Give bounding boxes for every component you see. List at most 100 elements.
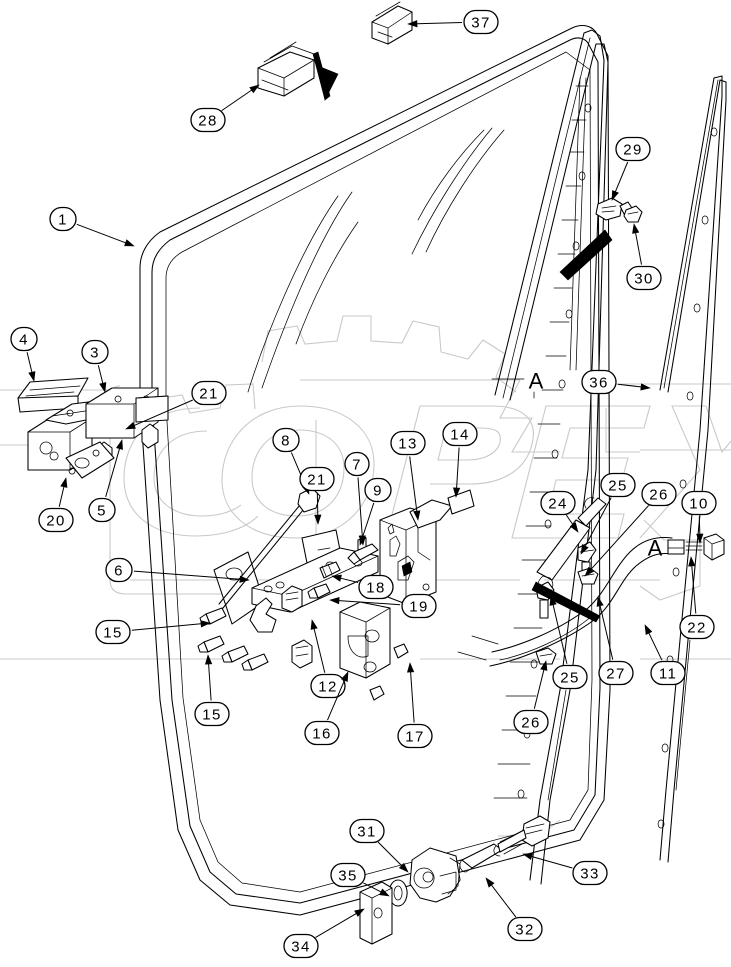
- callout-balloon[interactable]: [190, 107, 226, 133]
- callout-balloon[interactable]: [626, 265, 662, 291]
- callout-balloon[interactable]: [105, 557, 133, 583]
- callout-31[interactable]: 31: [349, 818, 409, 873]
- wedge-screw-17b: [369, 685, 385, 701]
- callout-5[interactable]: 5: [88, 439, 123, 523]
- callout-1[interactable]: 1: [49, 206, 135, 247]
- callout-9[interactable]: 9: [359, 477, 392, 546]
- callout-balloon[interactable]: [310, 673, 346, 699]
- callout-balloon[interactable]: [397, 723, 433, 749]
- callout-18[interactable]: 18: [331, 574, 394, 600]
- callout-leader-line: [531, 856, 573, 869]
- callout-33[interactable]: 33: [522, 853, 608, 886]
- callout-21[interactable]: 21: [299, 466, 335, 525]
- callout-arrowhead-icon: [340, 671, 349, 682]
- callout-balloon[interactable]: [49, 206, 77, 232]
- callout-30[interactable]: 30: [626, 223, 662, 291]
- callout-leader-line: [26, 352, 33, 373]
- callout-balloon[interactable]: [572, 860, 608, 886]
- callout-balloon[interactable]: [390, 430, 426, 456]
- callout-balloon[interactable]: [650, 660, 686, 686]
- grab-handle-group: [457, 533, 725, 667]
- rear-pillar-trim-left: [659, 75, 723, 861]
- callout-6[interactable]: 6: [105, 557, 250, 583]
- callout-balloon[interactable]: [600, 472, 636, 498]
- door-frame-post-group: [493, 29, 613, 885]
- callout-17[interactable]: 17: [397, 662, 433, 749]
- callout-label: 25: [560, 670, 580, 687]
- callout-13[interactable]: 13: [390, 430, 426, 521]
- callout-arrowhead-icon: [398, 862, 409, 873]
- callout-balloon[interactable]: [401, 593, 437, 619]
- callout-balloon[interactable]: [283, 933, 319, 959]
- callout-34[interactable]: 34: [283, 908, 365, 959]
- callout-leader-line: [315, 913, 357, 938]
- callout-balloon[interactable]: [513, 709, 549, 735]
- callout-balloon[interactable]: [364, 477, 392, 503]
- callout-29[interactable]: 29: [611, 136, 651, 201]
- callout-balloon[interactable]: [463, 9, 499, 35]
- callout-4[interactable]: 4: [10, 326, 38, 382]
- callout-27[interactable]: 27: [596, 596, 634, 686]
- callout-balloon[interactable]: [598, 660, 634, 686]
- door-seal-inner: [151, 37, 601, 904]
- callout-balloon[interactable]: [507, 916, 543, 942]
- callout-balloon[interactable]: [540, 490, 576, 516]
- callout-balloon[interactable]: [615, 136, 651, 162]
- callout-arrowhead-icon: [580, 544, 589, 555]
- callout-19[interactable]: 19: [329, 593, 437, 619]
- callout-28[interactable]: 28: [190, 84, 260, 133]
- callout-balloon[interactable]: [299, 466, 335, 492]
- callout-balloon[interactable]: [330, 862, 366, 888]
- callout-balloon[interactable]: [679, 614, 715, 640]
- callout-12[interactable]: 12: [310, 619, 346, 699]
- callout-15[interactable]: 15: [194, 654, 230, 727]
- callout-balloon[interactable]: [304, 720, 340, 746]
- grab-handle-inner: [489, 553, 673, 667]
- callout-balloon[interactable]: [194, 701, 230, 727]
- callout-37[interactable]: 37: [407, 9, 499, 35]
- callout-balloon[interactable]: [10, 326, 38, 352]
- frame-post-pointer-wedge: [559, 229, 613, 281]
- callout-leader-line: [648, 632, 663, 661]
- callout-15[interactable]: 15: [95, 619, 211, 645]
- callout-balloon[interactable]: [95, 619, 131, 645]
- callout-36[interactable]: 36: [581, 369, 651, 395]
- callout-25[interactable]: 25: [549, 595, 588, 690]
- callout-10[interactable]: 10: [681, 490, 717, 544]
- callout-leader-line: [416, 22, 463, 25]
- callout-11[interactable]: 11: [644, 624, 686, 686]
- callout-21[interactable]: 21: [125, 380, 227, 430]
- callout-balloon[interactable]: [581, 369, 617, 395]
- callout-arrowhead-icon: [124, 239, 135, 247]
- callout-balloon[interactable]: [344, 451, 370, 477]
- callout-22[interactable]: 22: [679, 556, 715, 640]
- callout-balloon[interactable]: [552, 664, 588, 690]
- install-arrow-seal-tip: [317, 65, 339, 101]
- callout-32[interactable]: 32: [485, 877, 543, 942]
- callout-balloon[interactable]: [38, 507, 74, 533]
- callout-label: 8: [281, 433, 291, 450]
- callout-35[interactable]: 35: [330, 862, 390, 897]
- callout-3[interactable]: 3: [81, 339, 109, 393]
- callout-balloon[interactable]: [272, 427, 300, 453]
- callout-24[interactable]: 24: [540, 490, 579, 533]
- striker-washer: [388, 879, 408, 907]
- callout-balloon[interactable]: [88, 497, 116, 523]
- callout-14[interactable]: 14: [442, 421, 478, 498]
- callout-balloon[interactable]: [641, 481, 677, 507]
- callout-20[interactable]: 20: [38, 477, 74, 533]
- callout-26[interactable]: 26: [584, 481, 677, 577]
- callout-balloon[interactable]: [681, 490, 717, 516]
- callout-leader-line: [552, 604, 568, 664]
- door-assembly: [139, 25, 611, 916]
- callout-balloon[interactable]: [191, 380, 227, 406]
- section-markers-group: A A: [491, 369, 685, 561]
- callout-balloon[interactable]: [81, 339, 109, 365]
- callout-balloon[interactable]: [349, 818, 385, 844]
- callout-arrowhead-icon: [354, 908, 365, 917]
- callout-25[interactable]: 25: [580, 472, 636, 555]
- callout-balloon[interactable]: [442, 421, 478, 447]
- callout-16[interactable]: 16: [304, 671, 349, 746]
- callout-balloon[interactable]: [358, 574, 394, 600]
- callout-26[interactable]: 26: [513, 660, 549, 735]
